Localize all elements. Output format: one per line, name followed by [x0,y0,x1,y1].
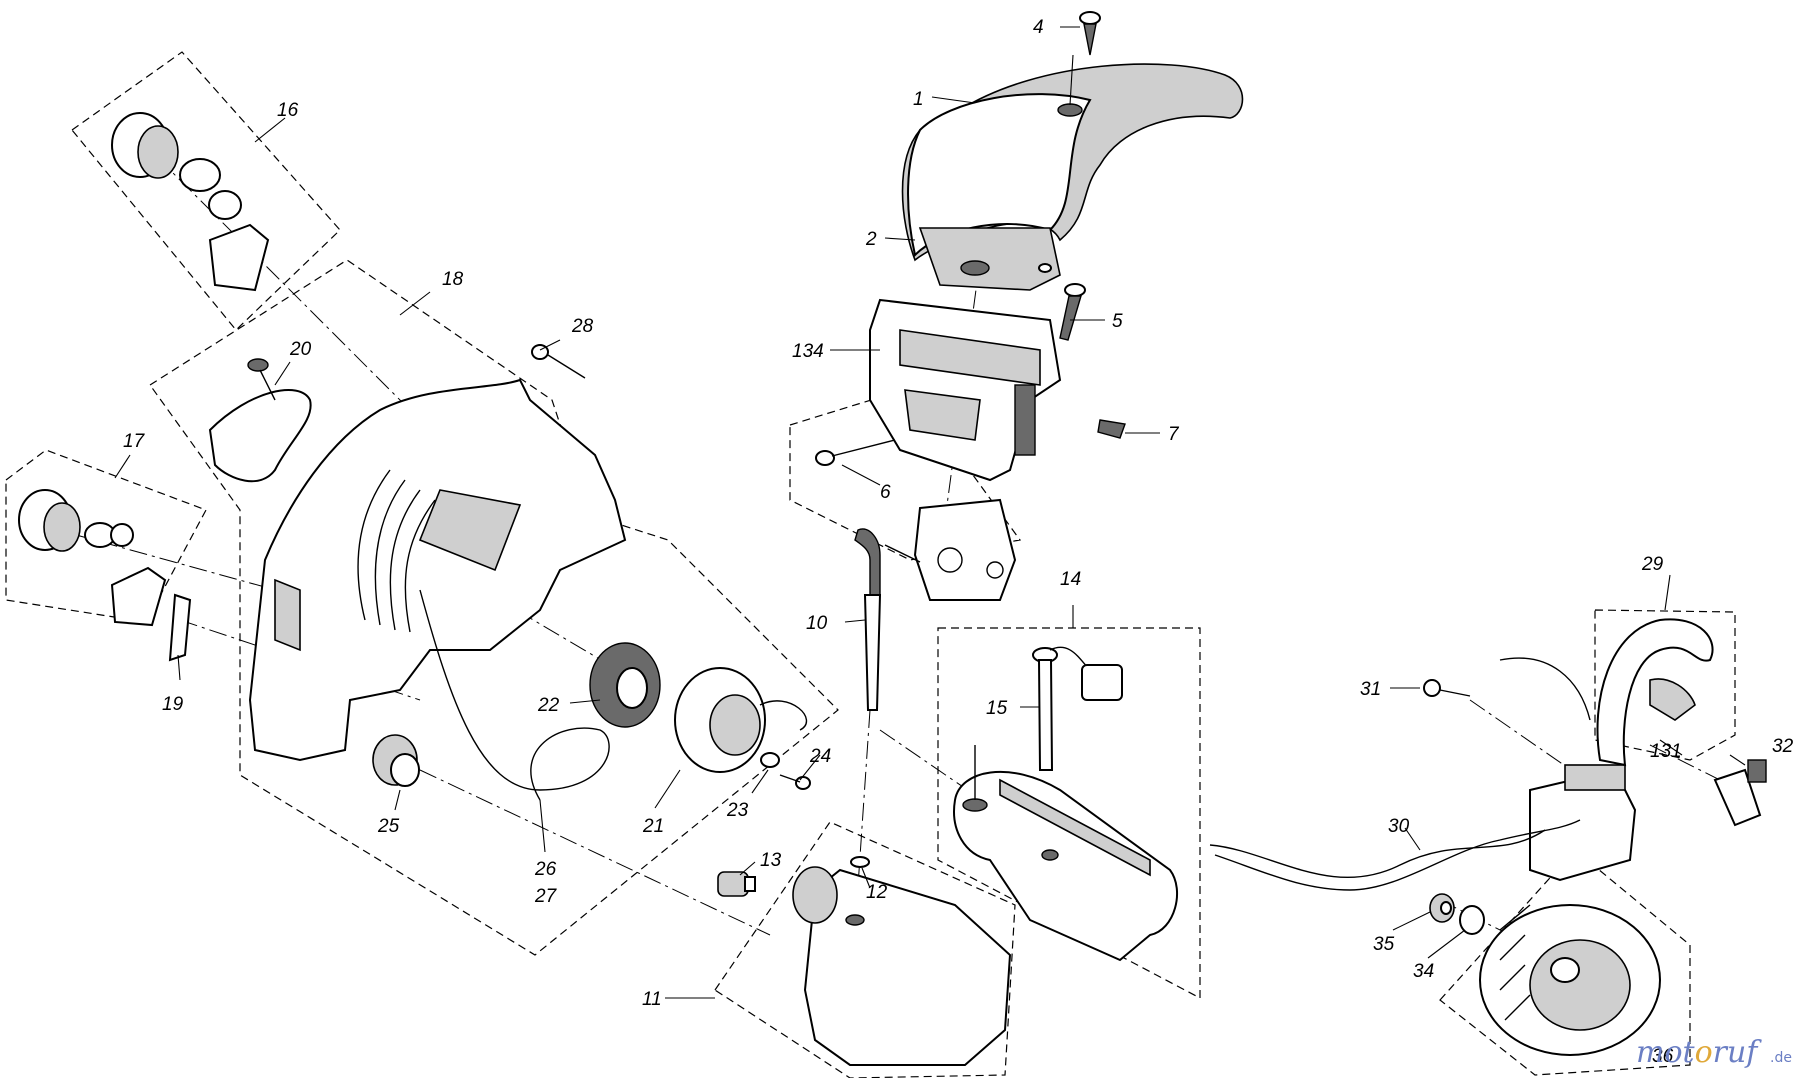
group-box-18 [149,259,839,956]
axis-line-10 [854,709,871,931]
label-31: 31 [1360,679,1381,700]
label-23: 23 [726,800,749,821]
label-29: 29 [1641,554,1664,575]
label-26: 26 [534,859,557,880]
label-32: 32 [1772,736,1794,757]
bushing-25-part [372,734,420,787]
group-box-16 [71,51,341,331]
plate-part [918,227,1061,291]
fuel-line-part [854,528,921,711]
svg-text:motoruf: motoruf [1636,1035,1762,1070]
oil-tank-part [792,866,1012,1066]
screw-6-part [815,439,896,466]
label-25: 25 [377,816,400,837]
label-28: 28 [571,316,594,337]
washer-34-part [1459,905,1485,935]
latch-19-part [168,593,192,662]
svg-text:.de: .de [1770,1050,1792,1066]
bolt-sensor-part [974,646,1123,800]
group-box-flywheel [1439,849,1691,1076]
washer-12-part [850,856,870,868]
group-box-14 [937,627,1201,999]
starter-rope-part [419,589,610,801]
axis-line-32 [1649,744,1741,791]
label-36: 36 [1652,1046,1674,1067]
spark-plug-32-part [1713,759,1767,827]
label-18: 18 [442,269,464,290]
cap-17-part [18,489,167,627]
label-2: 2 [865,229,877,250]
label-24: 24 [809,746,831,767]
label-34: 34 [1413,961,1434,982]
top-cover-part [901,63,1244,262]
axis-line-22 [329,499,636,681]
label-14: 14 [1060,569,1081,590]
label-131: 131 [1650,741,1682,762]
label-19: 19 [162,694,184,715]
group-box-17 [5,449,207,623]
axis-line-25 [419,769,771,936]
screw-5-part [1059,283,1086,341]
screw-28-part [531,344,586,379]
label-5: 5 [1112,311,1123,332]
label-7: 7 [1168,424,1180,445]
axis-line-16 [134,134,421,421]
starter-handle-part [208,358,312,483]
fan-housing-part [248,378,627,762]
ignition-coil-part [1529,618,1714,882]
pulley-21-part [674,667,808,773]
label-6: 6 [880,482,891,503]
label-12: 12 [866,882,888,903]
label-35: 35 [1373,934,1395,955]
label-10: 10 [806,613,828,634]
screw-4-part [1079,11,1101,56]
label-20: 20 [289,339,312,360]
screw-31-part [1423,679,1471,697]
label-1: 1 [913,89,924,110]
clip-7-part [1097,419,1126,439]
label-134: 134 [792,341,824,362]
label-27: 27 [534,886,558,907]
cap-16-part [111,112,270,292]
label-17: 17 [123,431,146,452]
label-22: 22 [537,695,560,716]
washer-23-part [760,752,780,768]
label-4: 4 [1033,17,1044,38]
plug-13-part [717,871,756,897]
fuel-tank-part [953,770,1179,962]
label-16: 16 [277,100,299,121]
cable-30-part [1214,819,1581,891]
flywheel-part [1479,904,1661,1056]
screw-24-part [779,774,811,790]
label-21: 21 [642,816,664,837]
label-11: 11 [642,989,662,1010]
carburetor-part [913,498,1017,601]
washer-35-part [1429,893,1455,923]
label-13: 13 [760,850,782,871]
group-box-29 [1594,609,1736,761]
label-15: 15 [986,698,1008,719]
group-box-11 [714,821,1016,1078]
label-30: 30 [1388,816,1410,837]
filter-housing-part [869,298,1062,482]
motoruf-watermark: motoruf .de [1636,1035,1792,1070]
spring-22-part [589,642,661,728]
